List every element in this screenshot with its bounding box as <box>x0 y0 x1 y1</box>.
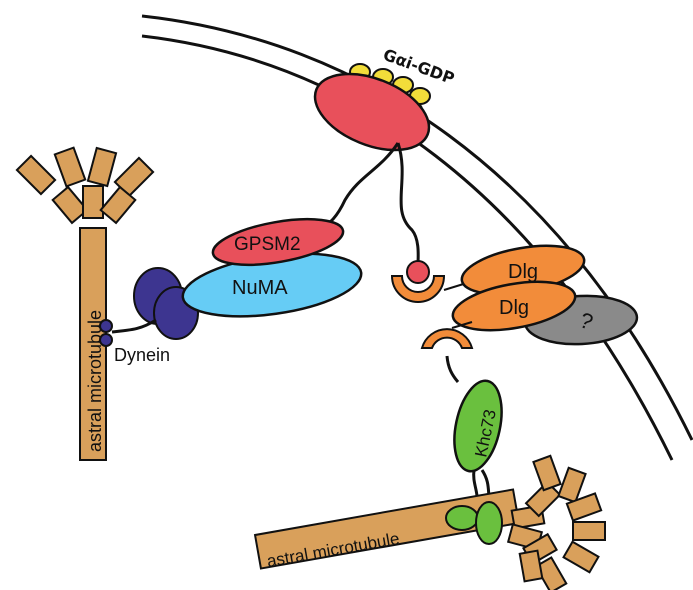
dlg-bottom <box>451 280 577 332</box>
dynein <box>99 267 199 347</box>
dlg-gk-cup-bottom <box>420 328 474 349</box>
gpsm2-goloco-domain <box>313 72 431 152</box>
vertical-microtubule-label: astral microtubule <box>85 310 105 452</box>
khc73 <box>453 379 503 473</box>
dynein-label: Dynein <box>114 345 170 365</box>
cell-membrane <box>141 14 693 461</box>
gpsm2-linker-2 <box>396 142 420 265</box>
gpsm2-label: GPSM2 <box>234 234 301 255</box>
horizontal-microtubule: astral microtubule <box>253 454 606 590</box>
gpsm2-linker <box>319 142 400 230</box>
khc73-motor-heads <box>445 501 503 545</box>
vertical-microtubule: astral microtubule <box>15 146 155 461</box>
dlg-cup-connector-bottom <box>451 321 473 329</box>
dlg-top-label: Dlg <box>508 261 538 283</box>
dlg-bottom-label: Dlg <box>499 297 529 319</box>
gpsm2-binding-dot <box>406 260 430 284</box>
khc73-stalk <box>445 355 460 383</box>
gpsm2 <box>211 217 345 267</box>
numa-label: NuMA <box>232 277 288 299</box>
dlg-gk-cup-top <box>390 275 446 303</box>
